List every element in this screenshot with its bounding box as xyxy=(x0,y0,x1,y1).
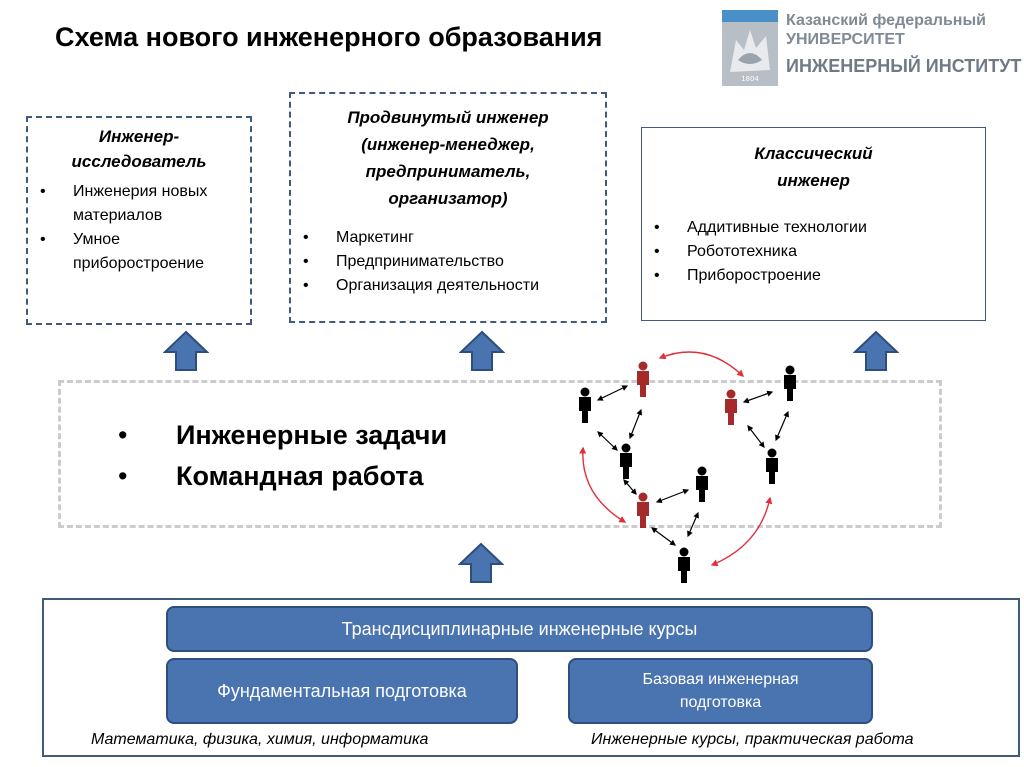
university-name-line1: Казанский федеральный xyxy=(786,12,986,29)
university-logo: 1804 xyxy=(722,10,778,86)
transdisciplinary-courses-label: Трансдисциплинарные инженерные курсы xyxy=(341,618,698,639)
list-item: Организация деятельности xyxy=(291,274,605,298)
foundation-box xyxy=(42,598,1020,757)
up-arrow-icon xyxy=(458,542,504,583)
person-icon xyxy=(766,448,778,484)
person-icon xyxy=(620,443,632,479)
card-advanced-title-line: (инженер-менеджер, xyxy=(361,135,535,154)
list-item: Робототехника xyxy=(642,240,985,264)
card-advanced-title-line: организатор) xyxy=(388,189,508,208)
svg-text:1804: 1804 xyxy=(741,75,759,83)
caption-engineering-practice: Инженерные курсы, практическая работа xyxy=(591,731,914,748)
fundamental-training-label: Фундаментальная подготовка xyxy=(217,680,467,701)
card-advanced-title: Продвинутый инженер (инженер-менеджер, п… xyxy=(291,104,605,212)
card-researcher-title: Инженер- исследователь xyxy=(28,124,250,174)
person-leader-icon xyxy=(725,389,737,425)
list-item: Приборостроение xyxy=(642,264,985,288)
basic-training-label-line: подготовка xyxy=(679,694,762,711)
caption-fundamental-subjects: Математика, физика, химия, информатика xyxy=(91,731,429,748)
card-advanced-engineer: Продвинутый инженер (инженер-менеджер, п… xyxy=(289,92,607,323)
person-leader-icon xyxy=(637,361,649,397)
fundamental-training-box: Фундаментальная подготовка xyxy=(166,658,518,724)
list-item: Командная работа xyxy=(118,456,447,497)
card-engineer-researcher: Инженер- исследователь Инженерия новых м… xyxy=(26,116,252,325)
card-researcher-title-line: Инженер- xyxy=(98,127,180,146)
university-name-line2: УНИВЕРСИТЕТ xyxy=(786,31,905,48)
list-item: Аддитивные технологии xyxy=(642,216,985,240)
card-researcher-list: Инженерия новых материалов Умное приборо… xyxy=(28,180,250,276)
card-researcher-title-line: исследователь xyxy=(71,152,207,171)
person-leader-icon xyxy=(637,492,649,528)
person-icon xyxy=(696,466,708,502)
basic-training-label-line: Базовая инженерная xyxy=(642,671,799,688)
person-icon xyxy=(678,547,690,583)
up-arrow-icon xyxy=(163,330,209,371)
list-item: Умное приборостроение xyxy=(28,228,240,276)
card-classic-engineer: Классический инженер Аддитивные технолог… xyxy=(641,127,986,321)
card-classic-list: Аддитивные технологии Робототехника Приб… xyxy=(642,216,985,288)
university-emblem-icon: 1804 xyxy=(722,10,778,86)
team-work-list: Инженерные задачи Командная работа xyxy=(118,415,447,497)
page-title: Схема нового инженерного образования xyxy=(55,22,603,52)
card-classic-title: Классический инженер xyxy=(642,140,985,194)
transdisciplinary-courses-box: Трансдисциплинарные инженерные курсы xyxy=(166,606,873,652)
person-icon xyxy=(784,365,796,401)
list-item: Маркетинг xyxy=(291,226,605,250)
list-item: Предпринимательство xyxy=(291,250,605,274)
person-icon xyxy=(579,387,591,423)
card-advanced-list: Маркетинг Предпринимательство Организаци… xyxy=(291,226,605,298)
up-arrow-icon xyxy=(853,330,899,371)
team-network-diagram xyxy=(579,351,796,583)
list-item: Инженерия новых материалов xyxy=(28,180,240,228)
card-advanced-title-line: Продвинутый инженер xyxy=(347,108,549,127)
card-classic-title-line: инженер xyxy=(777,171,850,190)
institute-name: ИНЖЕНЕРНЫЙ ИНСТИТУТ xyxy=(786,56,1022,76)
card-classic-title-line: Классический xyxy=(754,144,873,163)
list-item: Инженерные задачи xyxy=(118,415,447,456)
university-name: Казанский федеральный УНИВЕРСИТЕТ ИНЖЕНЕ… xyxy=(786,11,1021,76)
card-advanced-title-line: предприниматель, xyxy=(365,162,531,181)
basic-training-box: Базовая инженерная подготовка xyxy=(568,658,873,724)
up-arrow-icon xyxy=(459,330,505,371)
team-work-area xyxy=(58,380,942,528)
